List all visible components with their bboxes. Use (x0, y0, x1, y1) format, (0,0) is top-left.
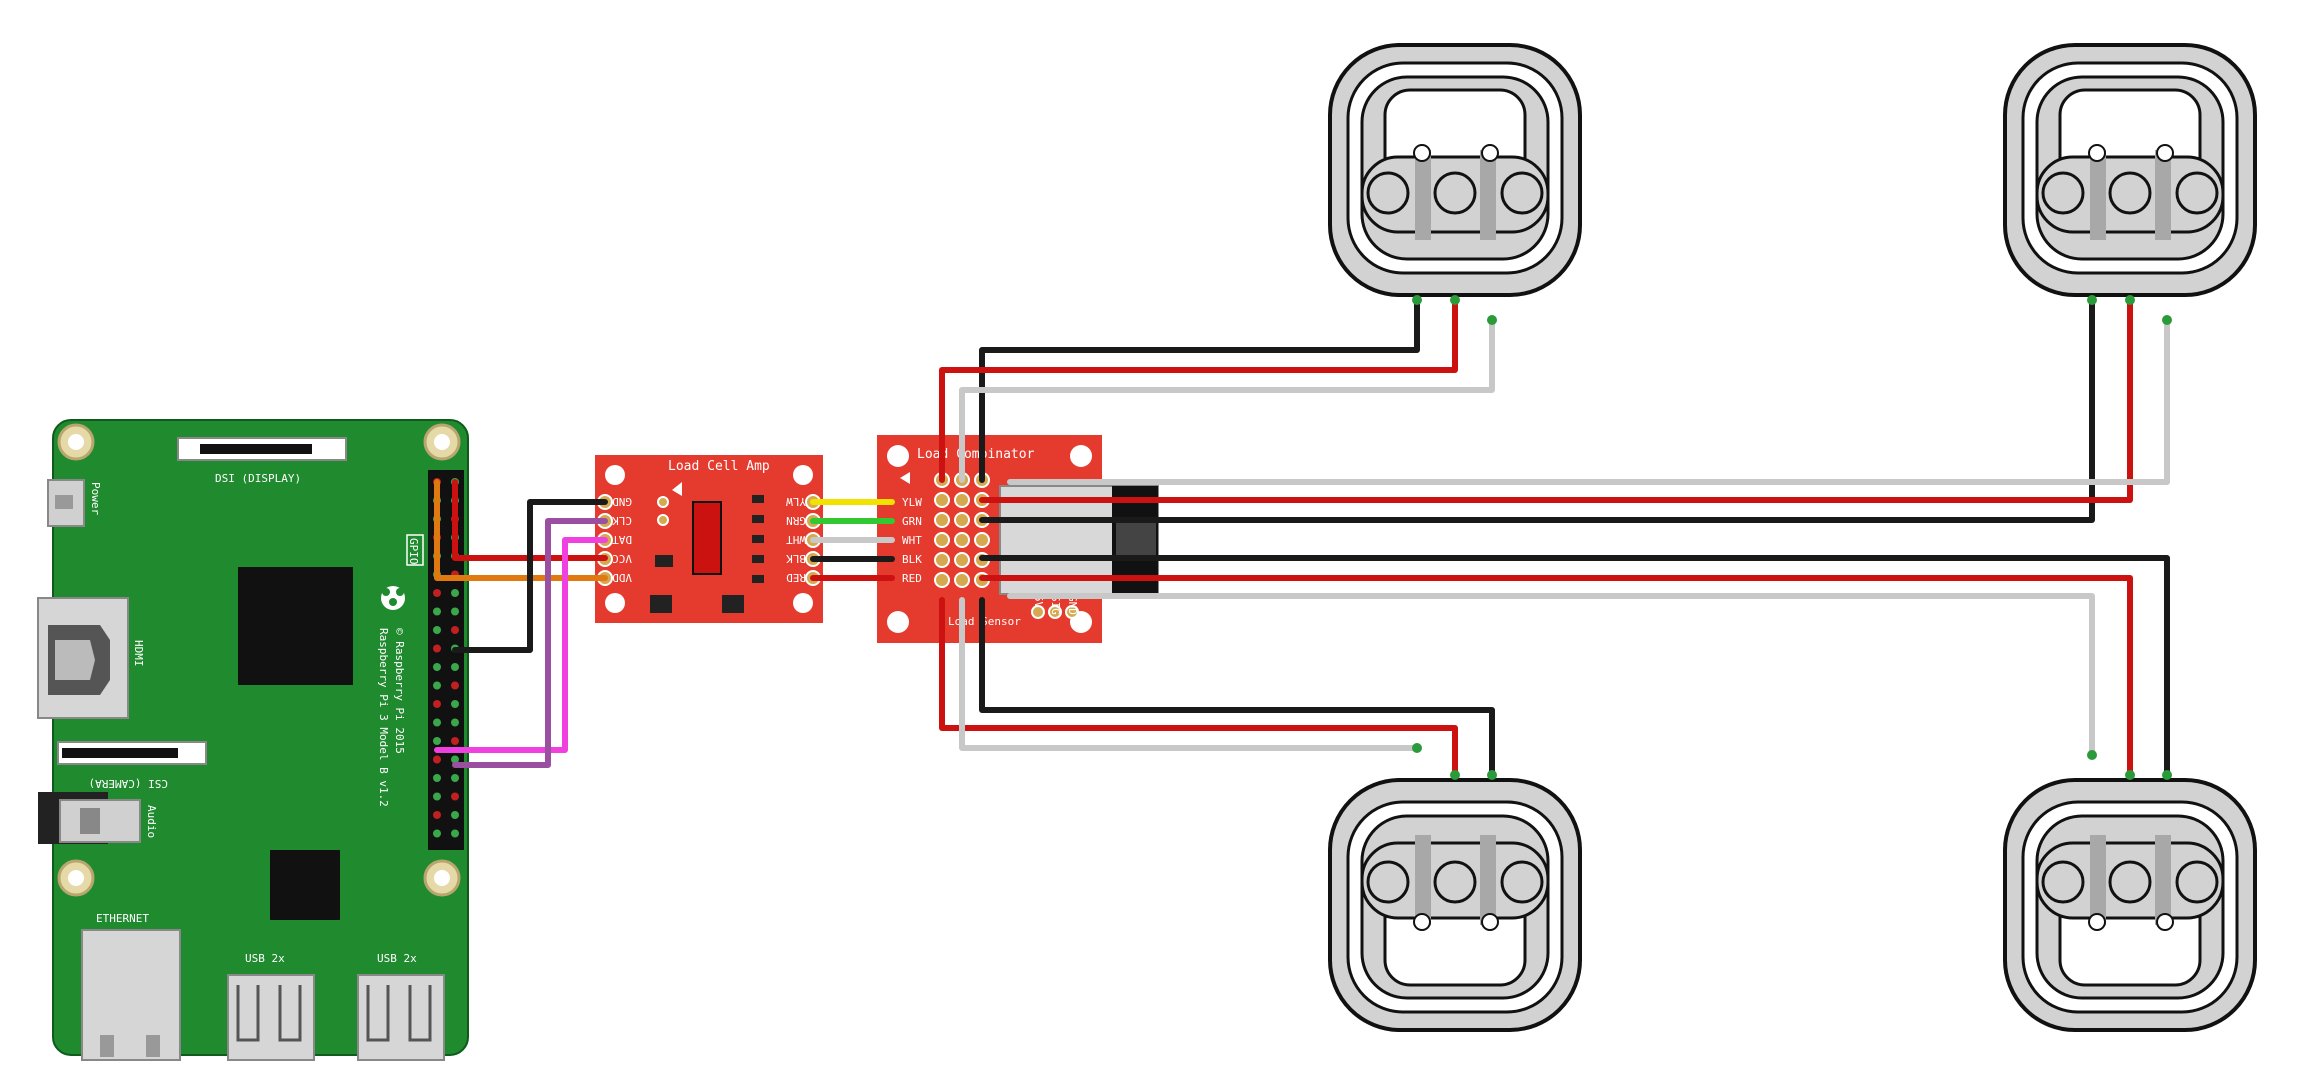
wire-cell-tr-red (979, 297, 2133, 503)
wire-cell-tr-black (979, 297, 2095, 523)
gpio-pin (451, 755, 459, 764)
wire-end-caps (1412, 295, 2172, 780)
wire-pi-dat-magenta (434, 537, 608, 753)
wire-pi-gnd-black (452, 499, 608, 653)
gpio-pin (451, 774, 459, 782)
amp-pin-grn: GRN (786, 514, 806, 527)
sparkfun-flame-icon (672, 482, 682, 496)
gpio-pin (433, 663, 441, 671)
gpio-pin (433, 774, 441, 782)
gpio-label: GPIO (407, 538, 420, 565)
load-combinator-board: Load Combinator YLW GRN WHT BLK RED Load… (877, 435, 1159, 643)
smd-part (655, 555, 673, 567)
gpio-pin (433, 718, 441, 727)
smd-part (650, 595, 672, 613)
gpio-pin (451, 681, 459, 690)
wire-cell-br-black (979, 555, 2170, 778)
gpio-header (428, 470, 464, 850)
wire-cell-br-red (979, 575, 2133, 778)
wire-cell-bl-red (939, 597, 1458, 778)
wires (434, 297, 2170, 778)
amp-pin-gnd: GND (612, 495, 632, 508)
gpio-pin (433, 589, 441, 597)
gpio-pin (451, 718, 459, 727)
gpio-pin (433, 700, 441, 708)
gpio-pin (451, 792, 459, 801)
csi-label: CSI (CAMERA) (89, 777, 168, 790)
amp-pin-ylw: YLW (786, 495, 806, 508)
usb2-label: USB 2x (377, 952, 417, 965)
amp-pin-dat: DAT (612, 533, 632, 546)
ethernet-controller-chip (270, 850, 340, 920)
amp-pin-wht: WHT (786, 533, 806, 546)
load-cell-bottom-right (2003, 778, 2257, 1032)
usb1-label: USB 2x (245, 952, 285, 965)
comb-pin-ylw: YLW (902, 496, 922, 509)
wire-cell-br-white (1007, 593, 2095, 758)
gpio-pin (433, 644, 441, 653)
pi-model-line2: © Raspberry Pi 2015 (393, 628, 406, 754)
sparkfun-flame-icon (900, 472, 910, 484)
comb-side-pin-sig: SIG (1049, 595, 1062, 615)
load-cell-amp-title: Load Cell Amp (668, 459, 770, 474)
comb-side-pin-gnd: GND (1066, 595, 1079, 615)
comb-pin-blk: BLK (902, 553, 922, 566)
hdmi-label: HDMI (132, 640, 145, 667)
load-cell-bottom-left (1328, 778, 1582, 1032)
wire-cell-tl-white (959, 317, 1495, 483)
smd-part (722, 595, 744, 613)
load-cell-amp-board: Load Cell Amp GND CLK DAT VCC VDD YLW GR… (595, 455, 823, 623)
amp-pin-vcc: VCC (612, 552, 632, 565)
wire-pi-clk-purple (452, 518, 608, 768)
gpio-pin (451, 589, 459, 597)
load-cell-top-right (2003, 43, 2257, 297)
load-combinator-title: Load Combinator (917, 447, 1035, 462)
comb-pin-red: RED (902, 572, 922, 585)
wire-cell-tr-white (1007, 317, 2170, 485)
pi-model-line1: Raspberry Pi 3 Model B v1.2 (377, 628, 390, 807)
amp-pin-vdd: VDD (612, 571, 632, 584)
audio-label: Audio (145, 805, 158, 838)
load-cell-top-left (1328, 43, 1582, 297)
ethernet-port (81, 929, 181, 1061)
raspberry-pi-logo (381, 586, 405, 610)
gpio-pin (451, 663, 459, 671)
ethernet-label: ETHERNET (96, 912, 149, 925)
amp-pin-clk: CLK (612, 514, 632, 527)
gpio-pin (433, 811, 441, 819)
wire-cell-tl-red (939, 297, 1458, 483)
amp-pin-red: RED (786, 571, 806, 584)
wire-cell-tl-black (979, 297, 1420, 483)
hx711-chip (692, 501, 722, 575)
gpio-pin (451, 737, 459, 745)
gpio-pin (433, 829, 441, 838)
raspberry-pi-board: DSI (DISPLAY) Power HDMI Raspberry Pi 3 … (37, 419, 469, 1061)
comb-pin-grn: GRN (902, 515, 922, 528)
gpio-pin (433, 737, 441, 745)
comb-pin-wht: WHT (902, 534, 922, 547)
amp-pin-blk: BLK (786, 552, 806, 565)
dsi-label: DSI (DISPLAY) (215, 472, 301, 485)
gpio-pin (451, 700, 459, 708)
wire-cell-bl-black (979, 597, 1495, 778)
soc-chip (238, 567, 353, 685)
wire-cell-bl-white (959, 597, 1420, 751)
wire-pi-vdd-red (452, 479, 608, 561)
gpio-pin (451, 607, 459, 616)
gpio-pin (451, 829, 459, 838)
gpio-pin (451, 811, 459, 819)
gpio-pin (451, 626, 459, 634)
power-label: Power (89, 482, 102, 515)
gpio-pin (433, 792, 441, 801)
gpio-pin (433, 681, 441, 690)
gpio-pin (433, 607, 441, 616)
gpio-pin (433, 626, 441, 634)
gpio-pin (433, 755, 441, 764)
